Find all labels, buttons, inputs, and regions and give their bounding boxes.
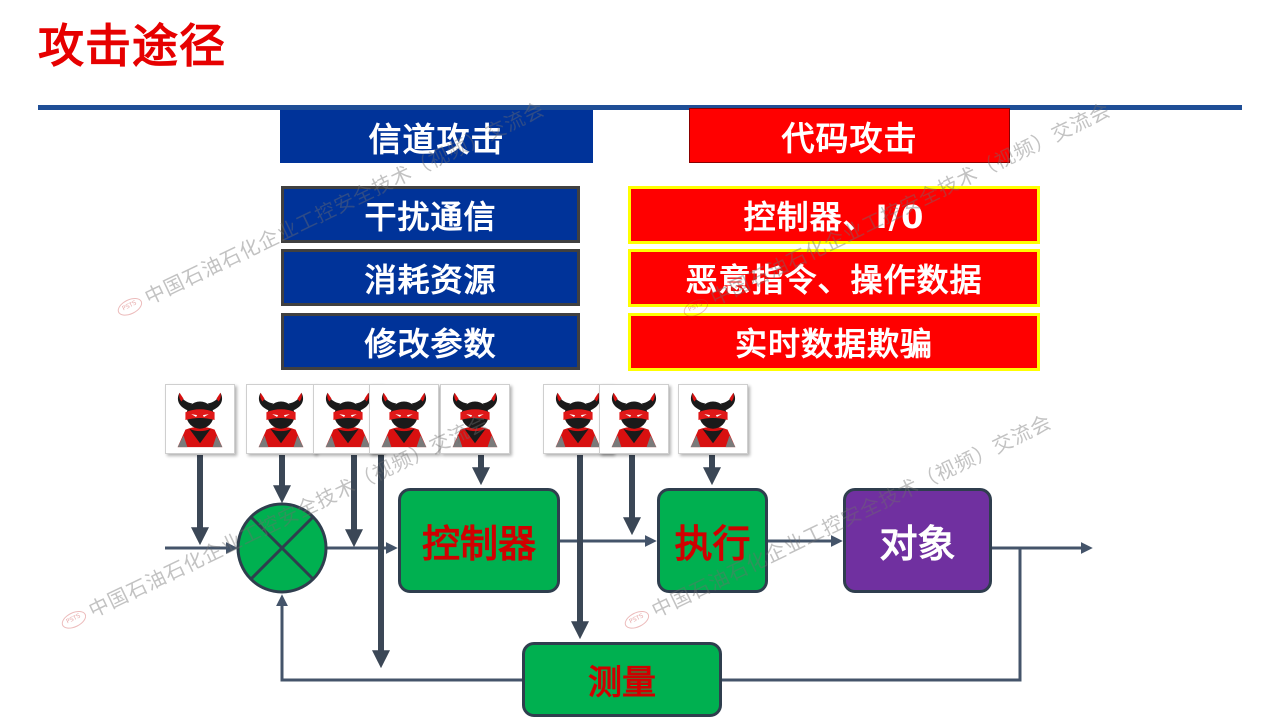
feedback-line-to-measurement — [722, 548, 1022, 682]
measurement-block: 测量 — [522, 642, 722, 717]
channel-attack-item: 干扰通信 — [281, 186, 580, 243]
controller-block: 控制器 — [398, 488, 560, 593]
hacker-icon — [369, 384, 439, 454]
page-title: 攻击途径 — [38, 19, 226, 73]
code-attack-item: 实时数据欺骗 — [628, 313, 1040, 371]
channel-attack-header: 信道攻击 — [280, 110, 593, 163]
hacker-icon — [165, 384, 235, 454]
hacker-icon — [599, 384, 669, 454]
object-block: 对象 — [843, 488, 992, 593]
channel-attack-item: 消耗资源 — [281, 249, 580, 306]
code-attack-header: 代码攻击 — [689, 108, 1010, 163]
actuator-block: 执行 — [657, 488, 768, 593]
hacker-icon — [246, 384, 316, 454]
feedback-line-to-junction — [276, 594, 522, 682]
channel-attack-item: 修改参数 — [281, 313, 580, 370]
title-divider — [38, 105, 1242, 110]
code-attack-item: 恶意指令、操作数据 — [628, 249, 1040, 307]
hacker-icon — [440, 384, 510, 454]
code-attack-item: 控制器、I/0 — [628, 186, 1040, 244]
summing-junction-icon — [236, 502, 328, 594]
hacker-icon — [678, 384, 748, 454]
